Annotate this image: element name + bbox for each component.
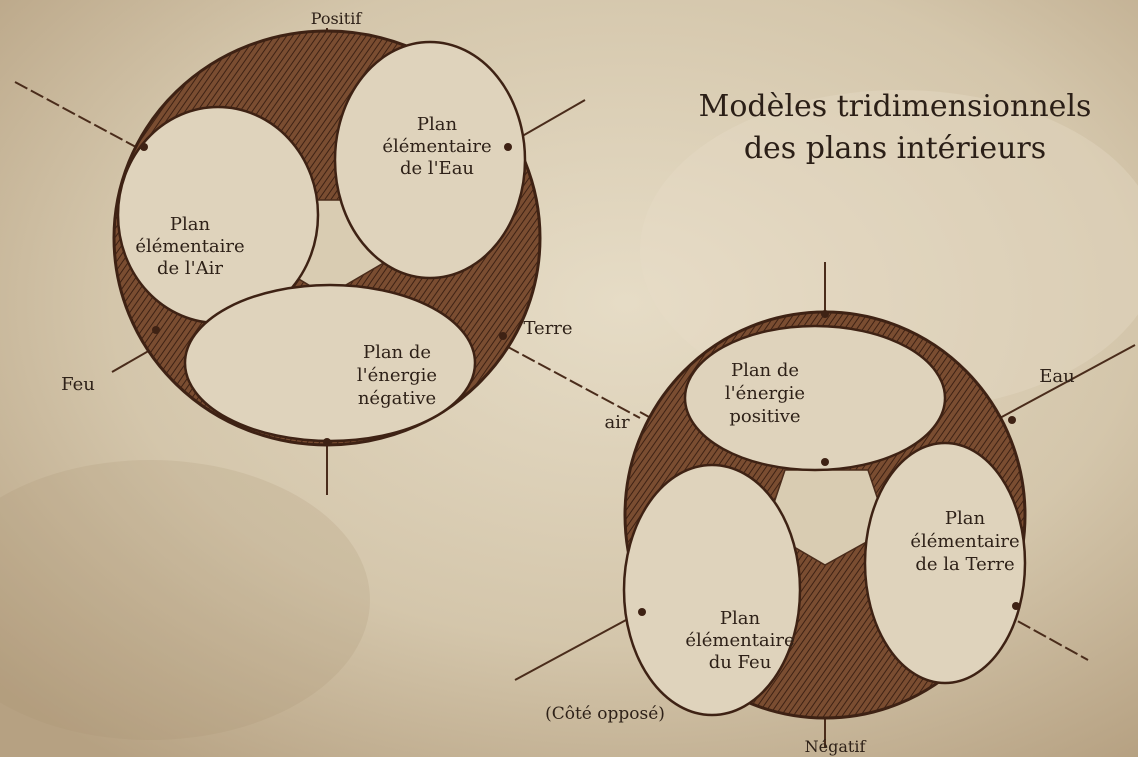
svg-text:élémentaire: élémentaire — [382, 136, 491, 157]
svg-text:l'énergie: l'énergie — [725, 383, 805, 404]
svg-text:de l'Eau: de l'Eau — [400, 158, 474, 179]
svg-text:de la Terre: de la Terre — [915, 554, 1014, 575]
right-node-5 — [821, 458, 829, 466]
svg-text:du Feu: du Feu — [709, 652, 772, 673]
right-plane-feu — [622, 463, 802, 717]
left-axis-label-terre: Terre — [523, 318, 572, 339]
svg-text:élémentaire: élémentaire — [910, 531, 1019, 552]
right-plane-positive — [683, 324, 947, 472]
right-node-1 — [821, 310, 829, 318]
right-plane-feu-label: Plan élémentaire du Feu — [685, 608, 794, 673]
right-node-2 — [1008, 416, 1016, 424]
svg-text:Plan de: Plan de — [363, 342, 431, 363]
right-plane-positive-label: Plan de l'énergie positive — [725, 360, 805, 427]
title-line-1: Modèles tridimensionnels — [699, 89, 1092, 124]
right-pole-label: Négatif — [805, 737, 867, 756]
right-model: Négatif air Eau (Côté opposé) Plan de l'… — [514, 262, 1136, 756]
right-plane-terre-label: Plan élémentaire de la Terre — [910, 508, 1019, 575]
right-model-note: (Côté opposé) — [545, 704, 665, 724]
right-node-3 — [638, 608, 646, 616]
left-node-5 — [323, 438, 331, 446]
left-node-3 — [499, 332, 507, 340]
left-plane-eau — [333, 40, 527, 280]
svg-text:élémentaire: élémentaire — [685, 630, 794, 651]
right-plane-terre — [863, 441, 1027, 685]
left-node-4 — [152, 326, 160, 334]
title-line-2: des plans intérieurs — [744, 131, 1046, 166]
right-axis-label-air: air — [604, 412, 629, 433]
svg-text:positive: positive — [729, 406, 800, 427]
left-node-2 — [504, 143, 512, 151]
svg-text:élémentaire: élémentaire — [135, 236, 244, 257]
left-node-1 — [140, 143, 148, 151]
right-node-4 — [1012, 602, 1020, 610]
parchment-stain — [0, 460, 370, 740]
svg-text:Plan: Plan — [720, 608, 761, 629]
left-plane-negative — [183, 283, 477, 443]
svg-text:Plan: Plan — [170, 214, 211, 235]
svg-text:Plan: Plan — [417, 114, 458, 135]
left-model: Positif Feu Terre Plan élémentaire de l'… — [14, 9, 641, 495]
svg-text:l'énergie: l'énergie — [357, 365, 437, 386]
left-plane-negative-label: Plan de l'énergie négative — [357, 342, 437, 409]
left-axis-label-feu: Feu — [61, 374, 95, 395]
svg-text:de l'Air: de l'Air — [157, 258, 223, 279]
svg-text:Plan de: Plan de — [731, 360, 799, 381]
svg-text:négative: négative — [358, 388, 436, 409]
diagram-title: Modèles tridimensionnels des plans intér… — [699, 89, 1092, 166]
left-plane-eau-label: Plan élémentaire de l'Eau — [382, 114, 491, 179]
right-axis-label-eau: Eau — [1039, 366, 1074, 387]
left-plane-air-label: Plan élémentaire de l'Air — [135, 214, 244, 279]
svg-text:Plan: Plan — [945, 508, 986, 529]
left-pole-label: Positif — [311, 9, 363, 28]
